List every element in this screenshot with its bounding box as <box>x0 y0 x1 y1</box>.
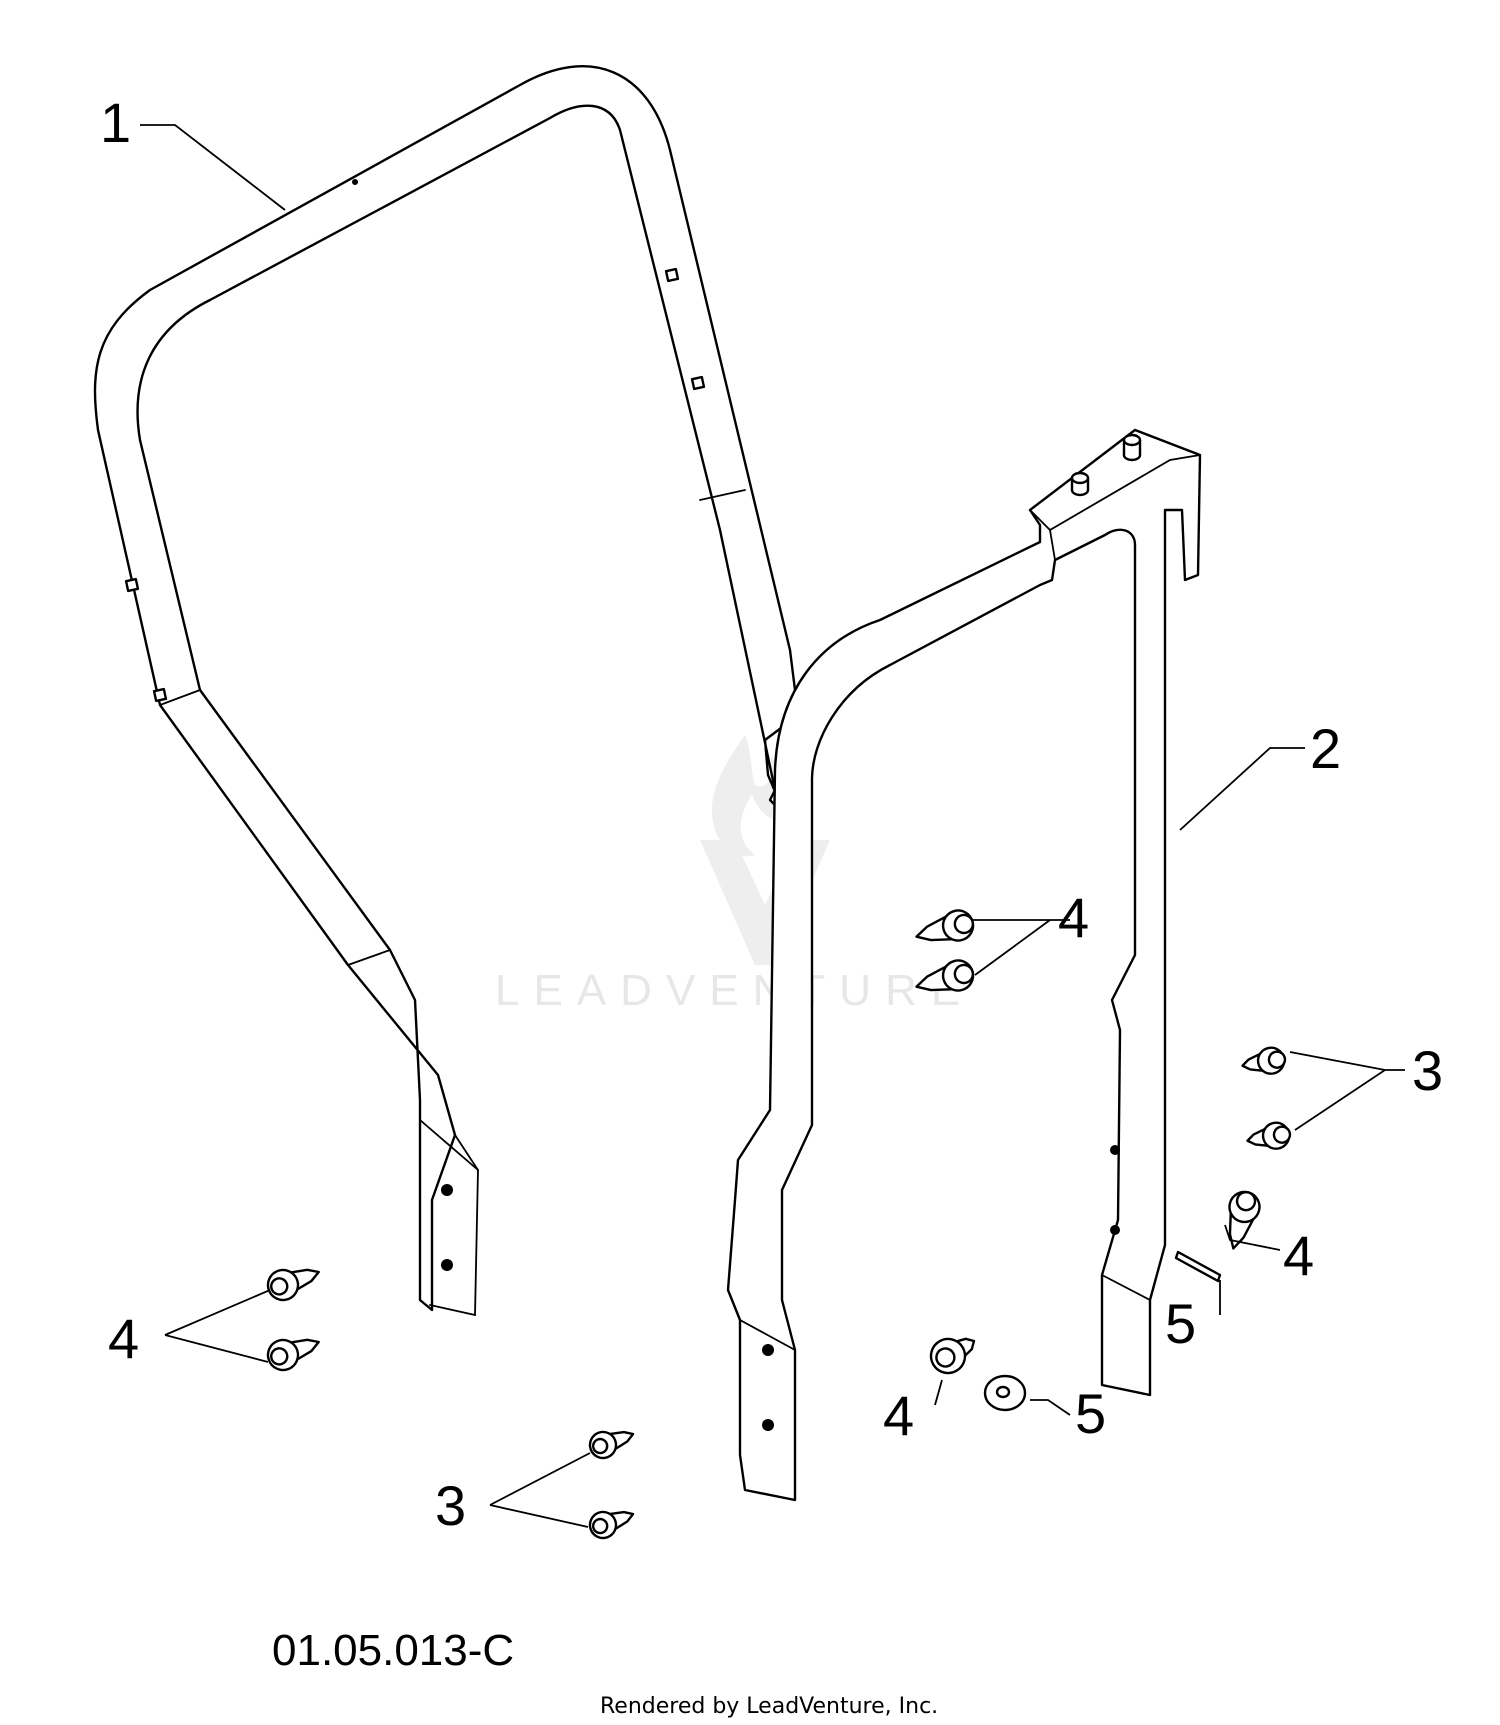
callout-labels: 1 2 4 3 4 5 4 4 5 3 <box>100 91 1443 1537</box>
bolt-3-right-upper <box>1241 1046 1287 1075</box>
pin-5-right <box>1174 1250 1222 1283</box>
callout-5-right: 5 <box>1165 1292 1196 1355</box>
callout-4-middle: 4 <box>1058 886 1089 949</box>
watermark: LEADVENTURE <box>495 735 974 1015</box>
callout-2: 2 <box>1310 717 1341 780</box>
part-1-upper-frame <box>93 65 797 1317</box>
leader-lines <box>140 124 1405 1528</box>
bolt-4-middle-lower <box>915 959 975 992</box>
render-credit: Rendered by LeadVenture, Inc. <box>600 1694 938 1719</box>
bolt-3-bottom-upper <box>588 1430 635 1460</box>
watermark-text: LEADVENTURE <box>495 966 974 1015</box>
callout-4-bottom: 4 <box>883 1384 914 1447</box>
bolt-4-left-upper <box>266 1268 320 1302</box>
callout-5-bottom: 5 <box>1075 1382 1106 1445</box>
callout-4-right: 4 <box>1283 1224 1314 1287</box>
watermark-flame-icon <box>711 735 794 857</box>
diagram-code: 01.05.013-C <box>272 1626 514 1675</box>
callout-3-bottom: 3 <box>435 1474 466 1537</box>
bolt-4-left-lower <box>266 1338 320 1372</box>
part-2-front-frame <box>726 428 1202 1502</box>
callout-3-right: 3 <box>1412 1039 1443 1102</box>
bolt-4-bottom <box>929 1337 976 1375</box>
washer-5-bottom <box>983 1374 1027 1412</box>
bolt-4-right <box>1228 1190 1261 1250</box>
callout-1: 1 <box>100 91 131 154</box>
bolt-3-right-lower <box>1246 1121 1292 1150</box>
bolt-3-bottom-lower <box>588 1510 635 1540</box>
callout-4-left: 4 <box>108 1307 139 1370</box>
bolt-4-middle-upper <box>915 909 975 942</box>
